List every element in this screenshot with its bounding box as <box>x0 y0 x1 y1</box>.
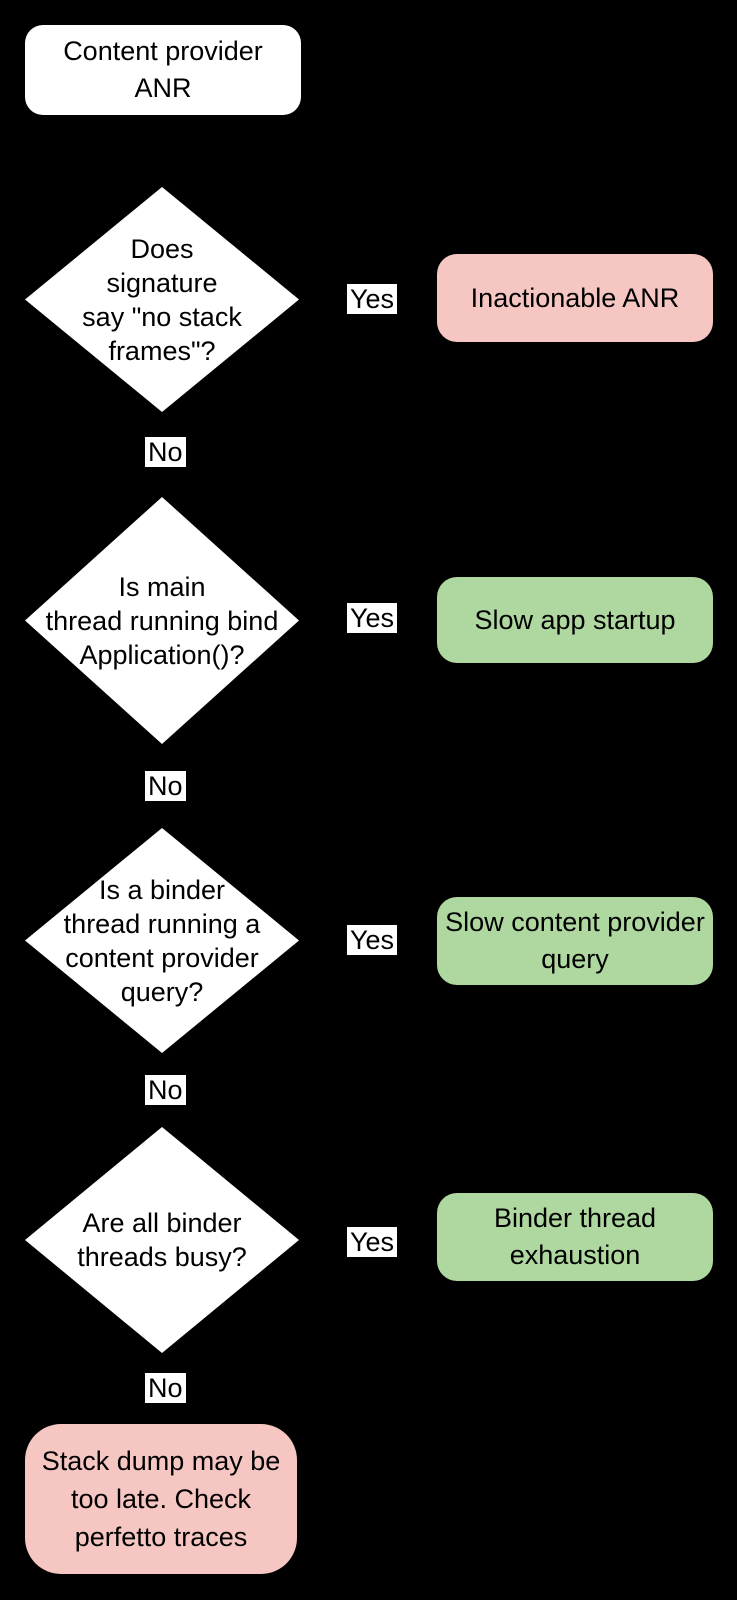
outcome-inactionable-anr: Inactionable ANR <box>437 254 713 342</box>
start-node-content-provider-anr: Content provider ANR <box>25 25 301 115</box>
edge-label-yes-3: Yes <box>347 925 398 955</box>
edge-label-yes-1: Yes <box>347 284 398 314</box>
terminal-stack-dump-too-late: Stack dump may be too late. Check perfet… <box>25 1424 297 1574</box>
outcome-slow-app-startup: Slow app startup <box>437 577 713 663</box>
edge-label-no-1: No <box>145 437 186 467</box>
decision-signature-no-stack-frames: Does signature say "no stack frames"? <box>25 187 299 412</box>
edge-label-no-2: No <box>145 771 186 801</box>
decision-all-binder-threads-busy: Are all binder threads busy? <box>25 1127 299 1353</box>
outcome-binder-thread-exhaustion: Binder thread exhaustion <box>437 1193 713 1281</box>
edge-label-no-3: No <box>145 1075 186 1105</box>
edge-label-yes-2: Yes <box>347 603 398 633</box>
outcome-slow-content-provider-query: Slow content provider query <box>437 897 713 985</box>
edge-label-yes-4: Yes <box>347 1227 398 1257</box>
decision-main-thread-bind-application: Is main thread running bind Application(… <box>25 497 299 744</box>
edge-label-no-4: No <box>145 1373 186 1403</box>
decision-binder-thread-content-provider-query: Is a binder thread running a content pro… <box>25 828 299 1053</box>
